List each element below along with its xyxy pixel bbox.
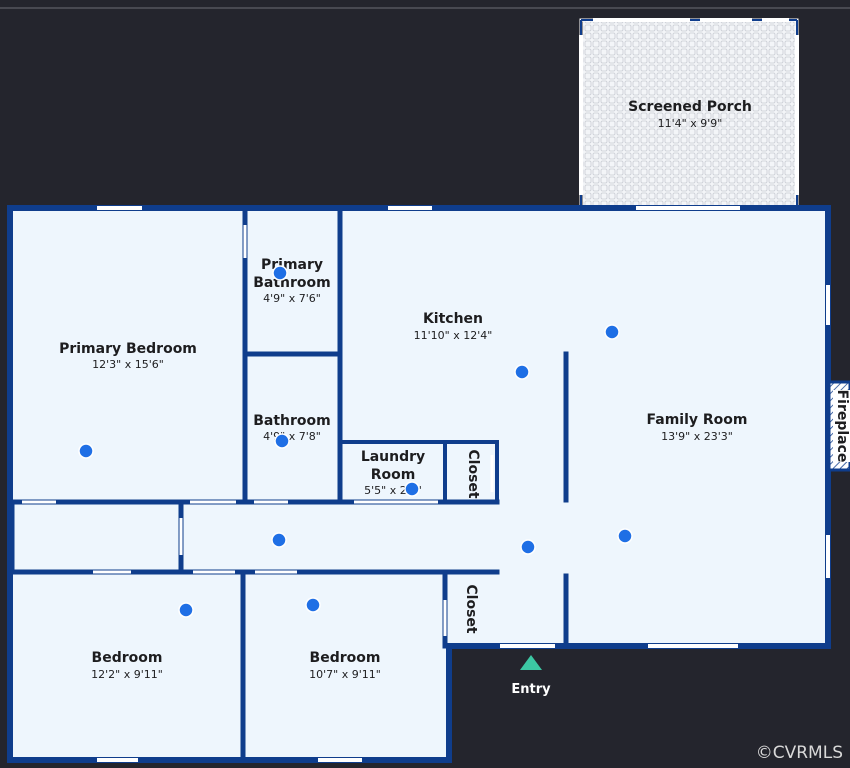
room-name: Bedroom [92,650,163,666]
hotspot-marker[interactable] [514,364,530,380]
room-bedroom-1[interactable]: Bedroom 12'2" x 9'11" [91,650,163,681]
room-closet-hall[interactable]: Closet [463,584,479,634]
hotspot-marker[interactable] [520,539,536,555]
fireplace-label: Fireplace [834,390,850,463]
hotspot-marker[interactable] [305,597,321,613]
interior-floor [10,208,828,760]
room-name: Kitchen [423,311,483,327]
room-dims: 12'2" x 9'11" [91,668,163,681]
room-name: Closet [463,584,479,634]
room-name-line1: Laundry [361,449,425,465]
room-primary-bathroom[interactable]: Primary Bathroom 4'9" x 7'6" [253,257,331,305]
windows [22,206,830,762]
watermark: ©CVRMLS [756,743,843,763]
room-name: Screened Porch [628,99,752,115]
room-name-line2: Bathroom [253,275,331,291]
room-closet-laundry[interactable]: Closet [465,449,481,499]
room-name: Primary Bedroom [59,341,197,357]
room-screened-porch[interactable]: Screened Porch 11'4" x 9'9" [628,99,752,130]
screened-porch[interactable] [579,18,799,208]
room-name: Family Room [647,412,748,428]
room-name-line2: Room [371,467,416,483]
room-dims: 4'9" x 7'8" [263,430,321,443]
room-dims: 11'4" x 9'9" [658,117,723,130]
room-dims: 10'7" x 9'11" [309,668,381,681]
entry-arrow-icon [520,655,542,670]
hotspot-marker[interactable] [617,528,633,544]
entry-label: Entry [511,682,551,697]
hotspot-marker[interactable] [604,324,620,340]
room-family-room[interactable]: Family Room 13'9" x 23'3" [647,412,748,443]
room-dims: 13'9" x 23'3" [661,430,733,443]
fireplace[interactable]: Fireplace [827,380,850,472]
room-dims: 11'10" x 12'4" [414,329,493,342]
hotspot-marker[interactable] [272,265,288,281]
room-bedroom-2[interactable]: Bedroom 10'7" x 9'11" [309,650,381,681]
room-bathroom[interactable]: Bathroom 4'9" x 7'8" [253,413,331,443]
hotspot-marker[interactable] [404,481,420,497]
room-dims: 4'9" x 7'6" [263,292,321,305]
room-name: Bedroom [310,650,381,666]
photo-hotspots [78,265,633,618]
hotspot-marker[interactable] [78,443,94,459]
hotspot-marker[interactable] [274,433,290,449]
room-name: Closet [465,449,481,499]
room-kitchen[interactable]: Kitchen 11'10" x 12'4" [414,311,493,342]
entry-marker[interactable]: Entry [511,655,551,697]
room-name: Bathroom [253,413,331,429]
hotspot-marker[interactable] [178,602,194,618]
room-dims: 12'3" x 15'6" [92,358,164,371]
room-primary-bedroom[interactable]: Primary Bedroom 12'3" x 15'6" [59,341,197,371]
hotspot-marker[interactable] [271,532,287,548]
room-name-line1: Primary [261,257,323,273]
